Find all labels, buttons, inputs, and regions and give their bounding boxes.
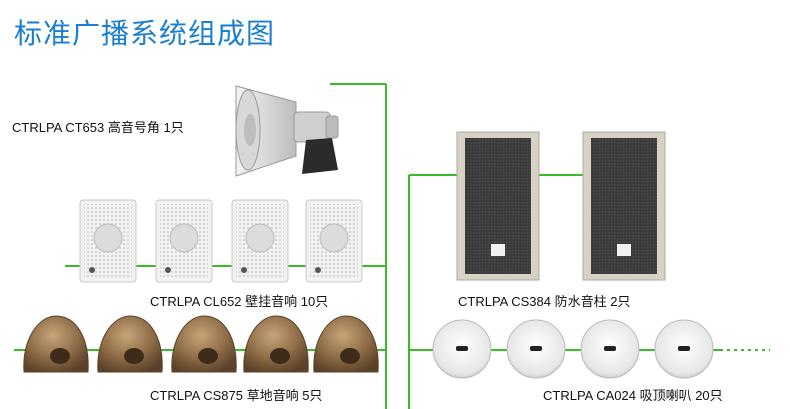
- column-speaker-icon: [456, 131, 540, 281]
- ceiling-speaker-label: CTRLPA CA024 吸顶喇叭 20只: [543, 388, 723, 403]
- rock-speaker-icon: [97, 315, 163, 373]
- page-title: 标准广播系统组成图: [14, 17, 276, 50]
- wall-speaker-icon: [79, 199, 137, 283]
- wall-speaker-label: CTRLPA CL652 壁挂音响 10只: [150, 294, 329, 309]
- wall-speaker-icon: [305, 199, 363, 283]
- ceiling-speaker-icon: [580, 319, 640, 379]
- wall-speakers-group: [79, 199, 363, 283]
- rock-speaker-icon: [23, 315, 89, 373]
- rock-speaker-label: CTRLPA CS875 草地音响 5只: [150, 388, 323, 403]
- column-speakers-group: [456, 131, 666, 281]
- horn-speaker-label: CTRLPA CT653 高音号角 1只: [12, 120, 184, 135]
- rock-speaker-icon: [171, 315, 237, 373]
- column-speaker-icon: [582, 131, 666, 281]
- rock-speaker-icon: [243, 315, 309, 373]
- horn-speaker-icon: [235, 85, 339, 177]
- wall-speaker-icon: [155, 199, 213, 283]
- ceiling-speaker-icon: [432, 319, 492, 379]
- ceiling-speakers-group: [432, 319, 714, 379]
- rock-speakers-group: [23, 315, 379, 373]
- ceiling-speaker-icon: [506, 319, 566, 379]
- ceiling-speaker-icon: [654, 319, 714, 379]
- wall-speaker-icon: [231, 199, 289, 283]
- rock-speaker-icon: [313, 315, 379, 373]
- column-speaker-label: CTRLPA CS384 防水音柱 2只: [458, 294, 631, 309]
